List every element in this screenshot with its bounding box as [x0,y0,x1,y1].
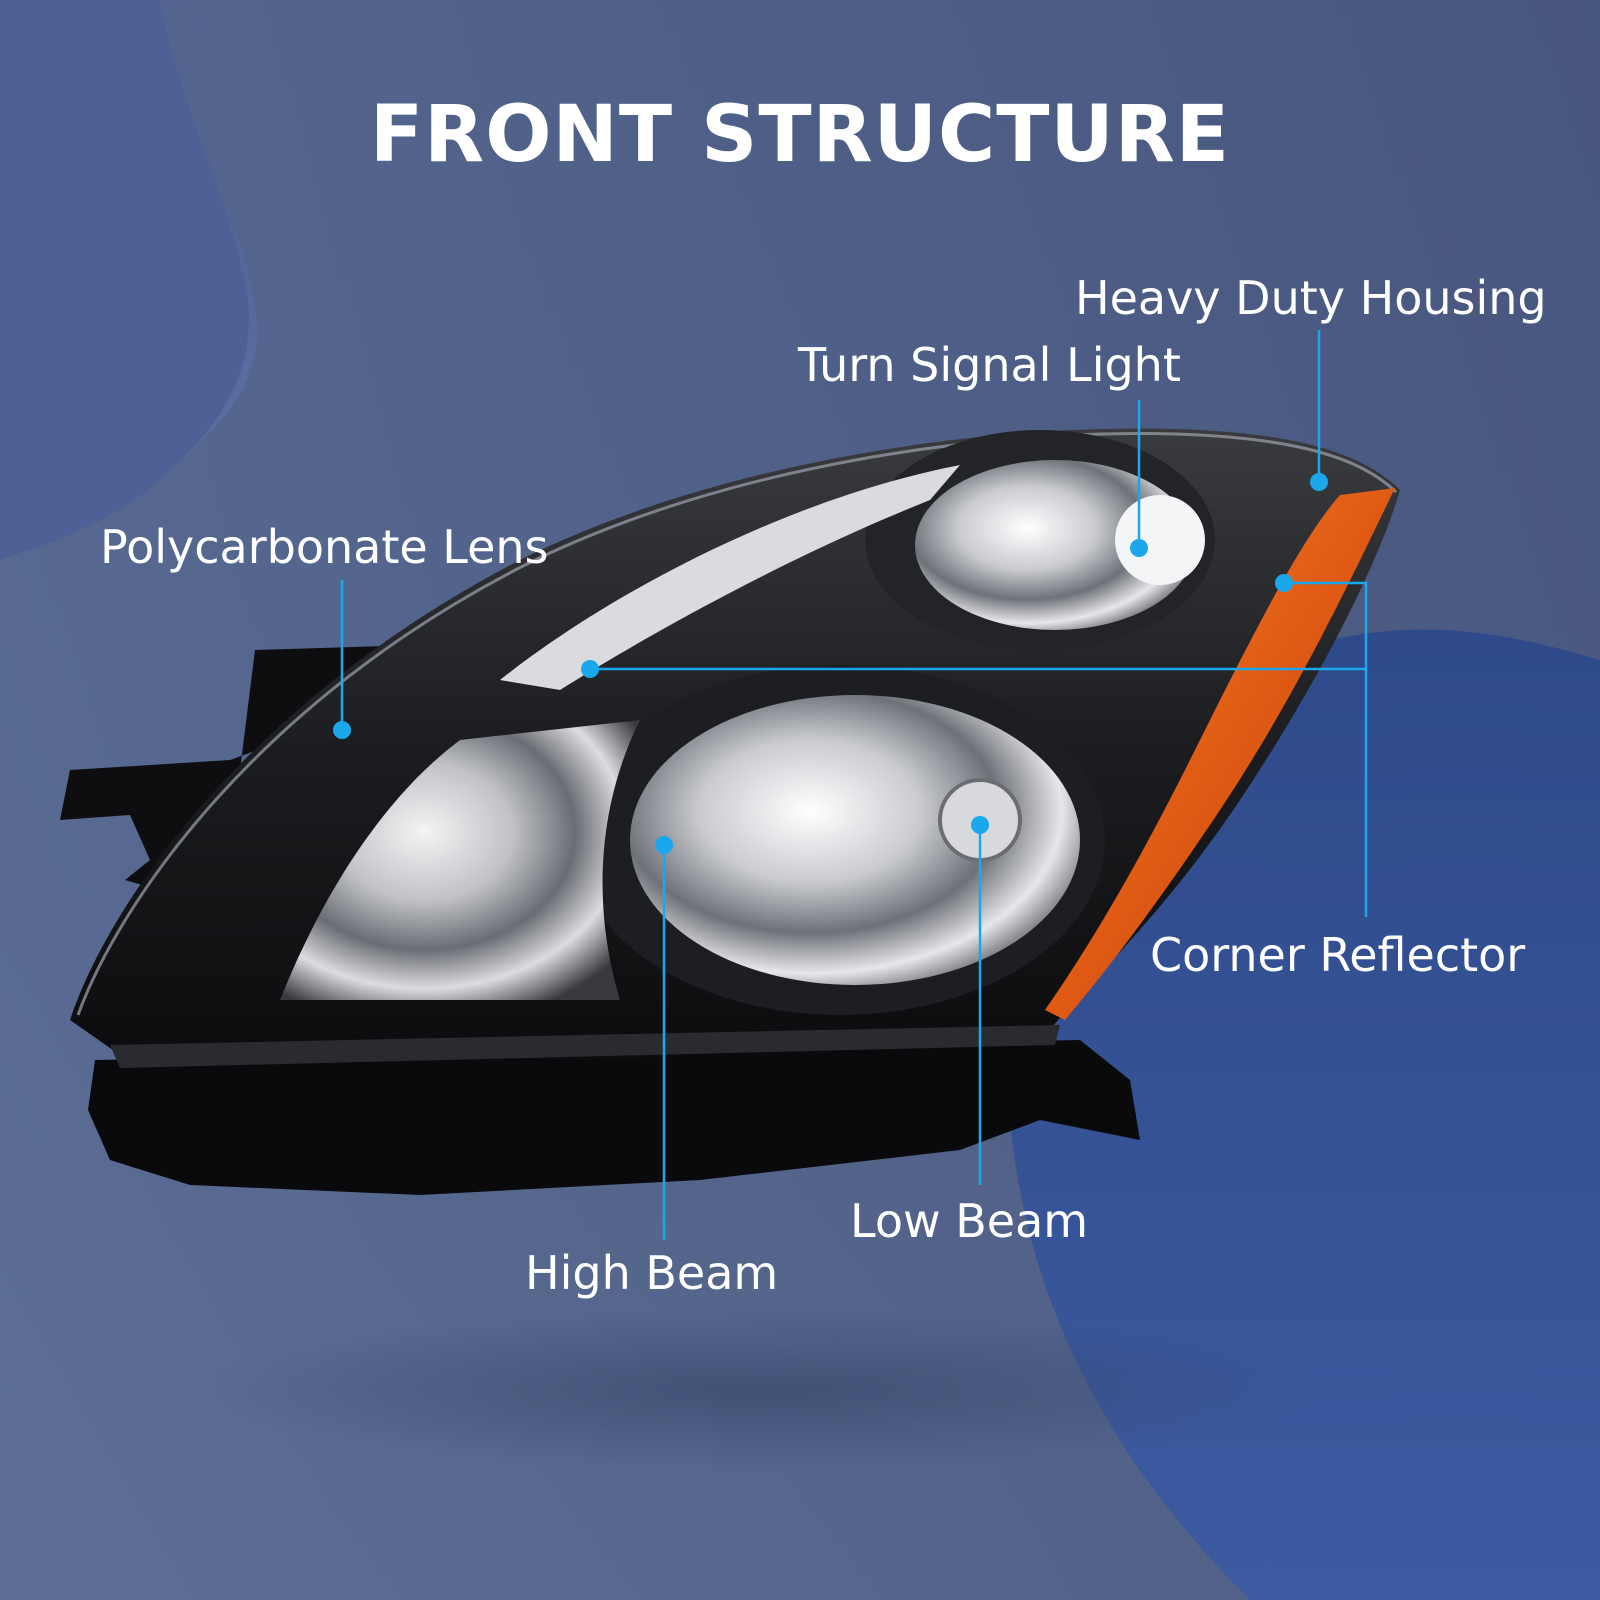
reflector-marker-dot [1275,574,1293,592]
turn-signal-marker-dot [1130,539,1148,557]
page-title: FRONT STRUCTURE [369,90,1231,180]
lens-marker-dot [333,721,351,739]
label-high-beam: High Beam [525,1246,779,1300]
label-low-beam: Low Beam [850,1194,1089,1248]
label-heavy-duty-housing: Heavy Duty Housing [1075,271,1547,325]
housing-marker-dot [1310,473,1328,491]
reflector-secondary-dot [581,660,599,678]
high-beam-marker-dot [655,836,673,854]
corner-reflector-shape [1045,488,1395,1020]
low-beam-marker-dot [971,816,989,834]
label-turn-signal-light: Turn Signal Light [798,338,1181,392]
label-polycarbonate-lens: Polycarbonate Lens [100,520,549,574]
label-corner-reflector: Corner Reflector [1150,928,1526,982]
